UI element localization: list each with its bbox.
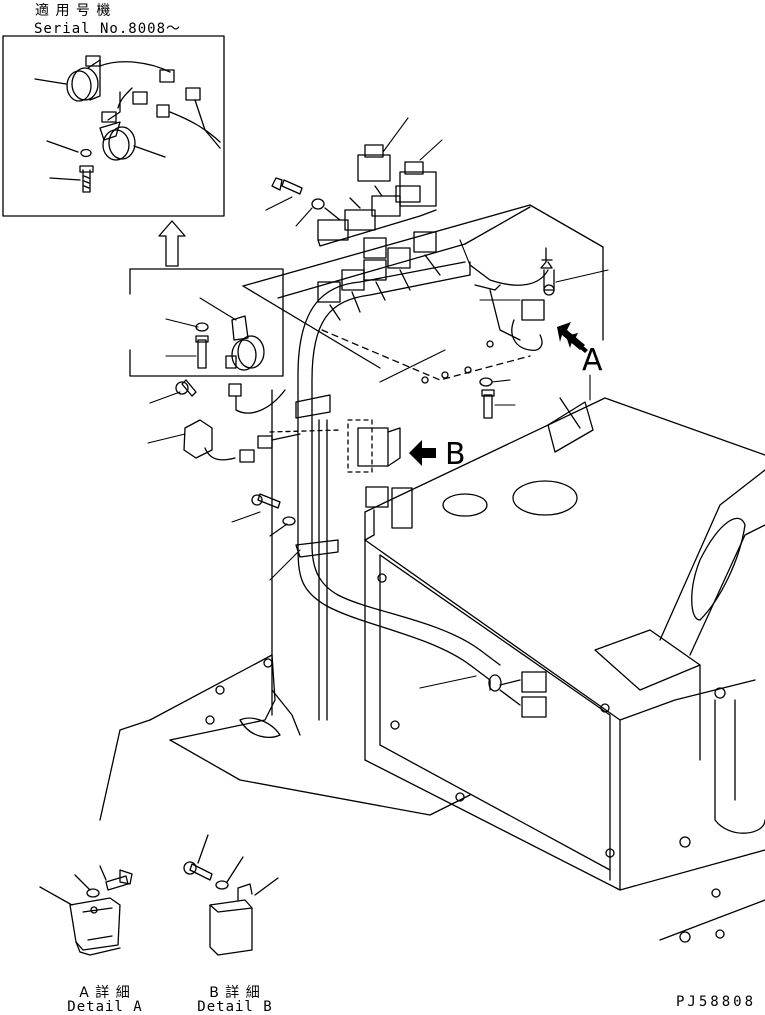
washer-icon	[282, 516, 296, 526]
washer-icon	[86, 888, 100, 898]
bolt-icon	[105, 869, 133, 891]
detail-a-figure	[39, 865, 133, 956]
detail-b-title-jp: B 詳 細	[209, 985, 261, 1001]
washer-icon	[311, 198, 325, 210]
bolt-icon	[175, 379, 197, 397]
relay-left-icon	[183, 419, 301, 463]
detail-a-title-jp: A 詳 細	[79, 985, 131, 1001]
washer-icon	[80, 148, 92, 158]
up-arrow-icon	[158, 220, 186, 267]
bolt-icon	[79, 165, 94, 193]
leader-lines	[147, 117, 609, 689]
washer-icon	[479, 377, 493, 387]
view-a-arrow-icon	[566, 333, 588, 353]
bolt-icon	[251, 493, 281, 509]
horn-lower-icon	[99, 111, 136, 161]
detail-a-title-en: Detail A	[67, 999, 143, 1015]
detail-b-title-en: Detail B	[197, 999, 273, 1015]
view-a-label: A	[582, 343, 603, 378]
bolt-icon	[195, 335, 209, 369]
bolt-icon	[183, 861, 213, 881]
bolt-icon	[271, 177, 303, 195]
wiring-harness	[175, 144, 555, 721]
relay-top-icon	[317, 144, 437, 247]
horn-upper-icon	[66, 55, 101, 102]
view-b-label: B	[445, 437, 466, 472]
figure-code: PJ58808	[676, 994, 757, 1010]
horn-variant-icon	[225, 315, 286, 414]
serial-number: Serial No.8008～	[34, 21, 182, 37]
washer-icon	[215, 880, 229, 890]
view-b-arrow-icon	[409, 440, 436, 466]
applicable-serial-jp: 適 用 号 機	[35, 3, 112, 19]
serial-inset-box	[2, 35, 225, 217]
machine-frame	[99, 204, 765, 943]
detail-b-figure	[183, 834, 279, 956]
variant-bracket	[129, 268, 284, 377]
bolt-icon	[481, 389, 495, 419]
